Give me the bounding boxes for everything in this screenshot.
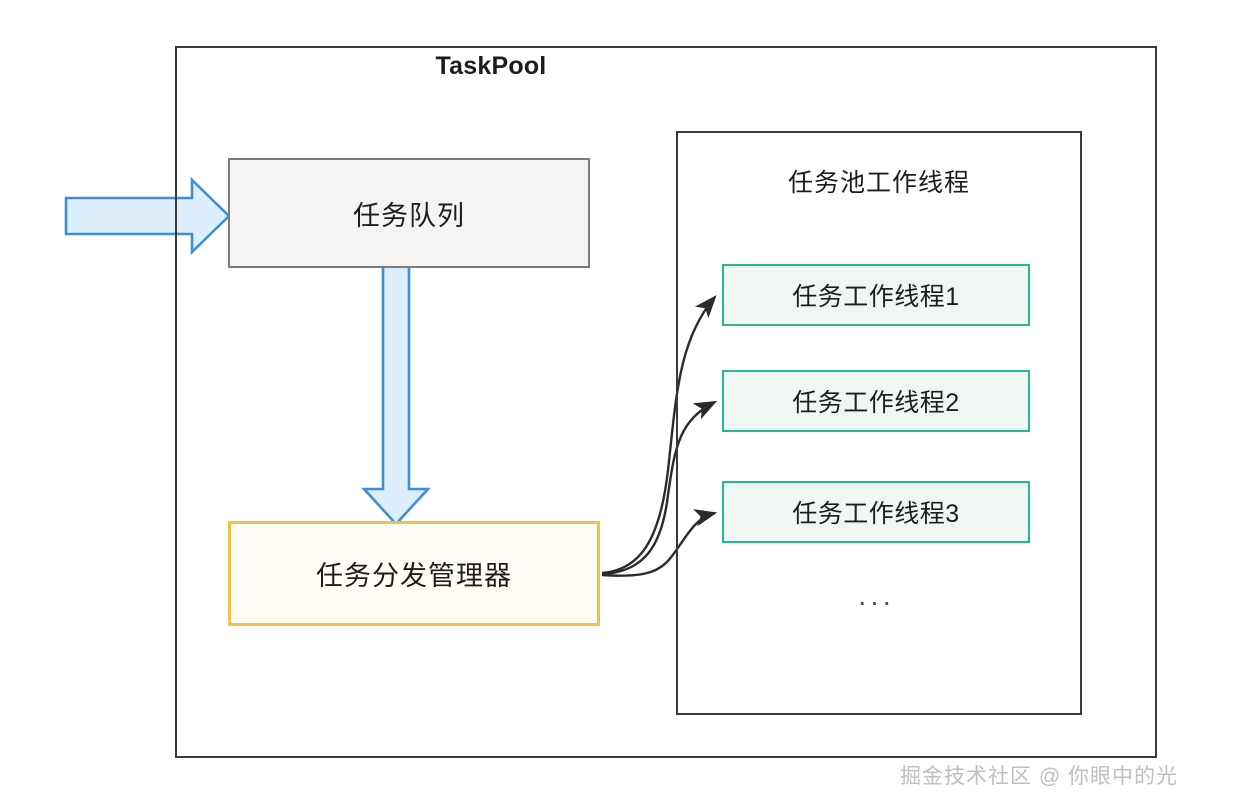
worker-thread-label-3: 任务工作线程3 (792, 500, 960, 528)
taskpool-container (175, 46, 1157, 758)
worker-thread-label-2: 任务工作线程2 (792, 389, 960, 417)
page-title: TaskPool (435, 52, 547, 80)
worker-thread-box-3: 任务工作线程3 (722, 481, 1030, 543)
more-workers-indicator: ··· (857, 586, 895, 617)
worker-thread-box-1: 任务工作线程1 (722, 264, 1030, 326)
worker-thread-box-2: 任务工作线程2 (722, 370, 1030, 432)
task-queue-label: 任务队列 (353, 200, 465, 231)
worker-thread-label-1: 任务工作线程1 (792, 283, 960, 311)
worker-pool-title: 任务池工作线程 (787, 169, 970, 197)
worker-pool-container (676, 131, 1082, 715)
watermark: 掘金技术社区 @ 你眼中的光 (900, 765, 1178, 788)
task-dispatcher-label: 任务分发管理器 (316, 561, 512, 591)
task-dispatcher-box: 任务分发管理器 (228, 521, 600, 626)
task-queue-box: 任务队列 (228, 158, 590, 268)
